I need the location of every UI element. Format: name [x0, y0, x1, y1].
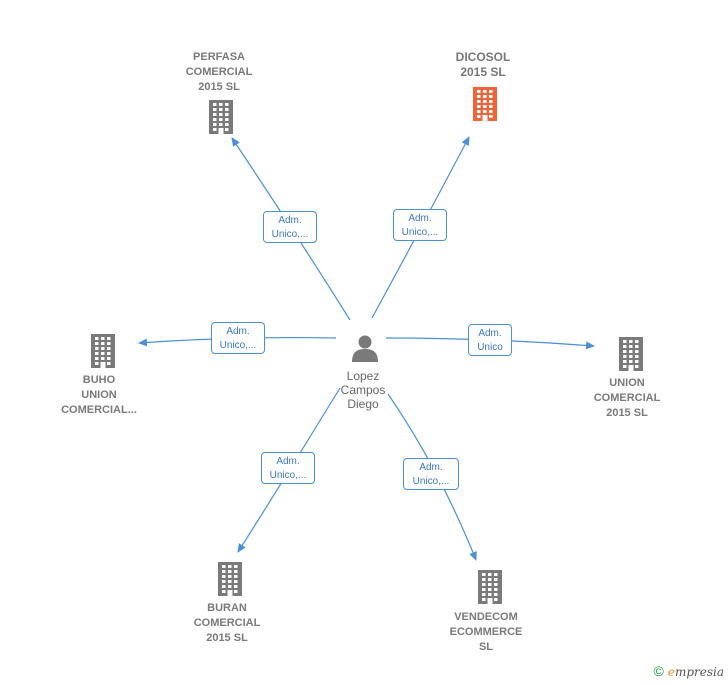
relation-label-buran[interactable]: Adm. Unico,... — [261, 452, 315, 484]
relation-label-buho[interactable]: Adm. Unico,... — [211, 322, 265, 354]
company-label-dicosol[interactable]: DICOSOL 2015 SL — [455, 50, 511, 79]
company-label-union[interactable]: UNION COMERCIAL 2015 SL — [593, 377, 661, 419]
footer-brand: ©empresia — [654, 663, 725, 679]
company-label-perfasa[interactable]: PERFASA COMERCIAL 2015 SL — [185, 51, 253, 93]
company-label-vendecom[interactable]: VENDECOM ECOMMERCE SL — [449, 611, 523, 653]
relation-label-dicosol[interactable]: Adm. Unico,... — [393, 209, 447, 241]
company-label-buho[interactable]: BUHO UNION COMERCIAL... — [61, 374, 137, 416]
building-icon-perfasa[interactable] — [206, 100, 236, 134]
relation-label-perfasa[interactable]: Adm. Unico,... — [263, 211, 317, 243]
building-icon-dicosol[interactable] — [470, 87, 500, 121]
building-icon-buho[interactable] — [88, 334, 118, 368]
relation-label-vendecom[interactable]: Adm. Unico,... — [403, 458, 459, 490]
building-icon-union[interactable] — [616, 337, 646, 371]
brand-logo: empresia — [667, 665, 724, 679]
copyright-icon: © — [653, 663, 664, 679]
person-icon[interactable] — [350, 333, 380, 363]
building-icon-buran[interactable] — [215, 562, 245, 596]
company-label-buran[interactable]: BURAN COMERCIAL 2015 SL — [193, 602, 261, 644]
person-name[interactable]: Lopez Campos Diego — [340, 369, 386, 411]
building-icon-vendecom[interactable] — [475, 570, 505, 604]
relation-label-union[interactable]: Adm. Unico — [468, 324, 512, 356]
